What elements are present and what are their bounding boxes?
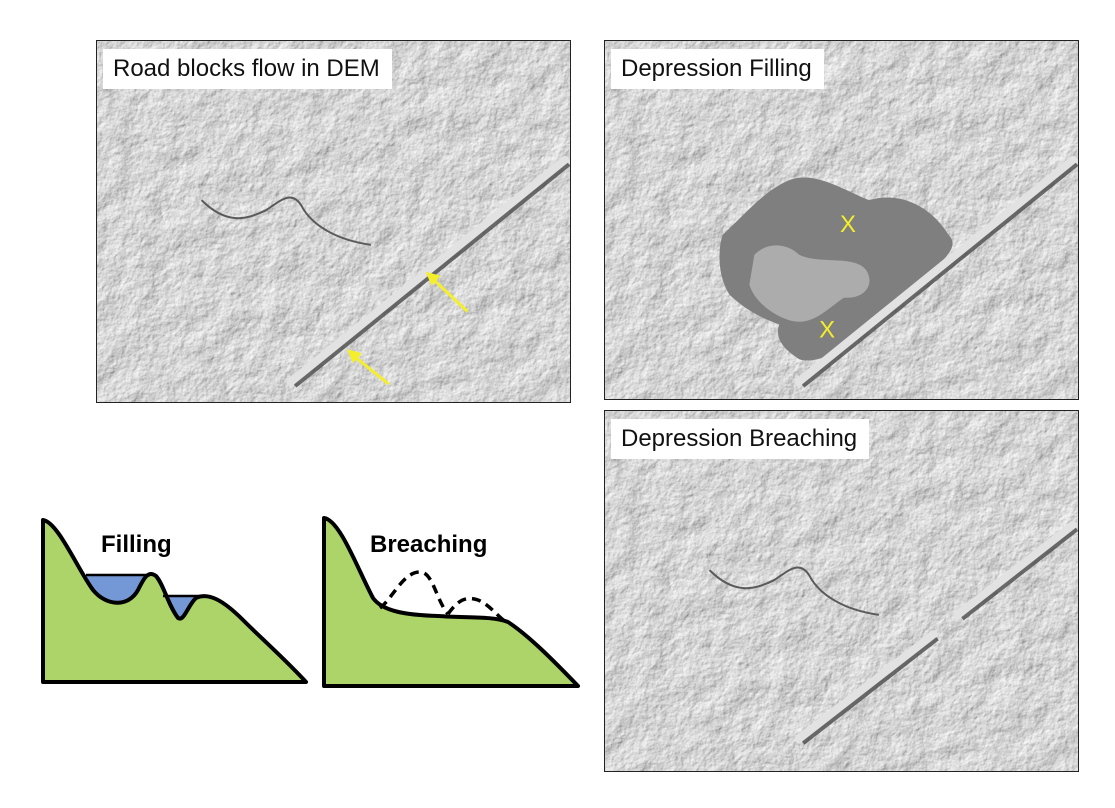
hillshade-image: X X	[605, 41, 1078, 399]
x-marker-icon: X	[840, 211, 856, 238]
original-profile-dashed	[378, 570, 450, 616]
panel-title: Depression Filling	[611, 49, 824, 89]
diagram-title: Breaching	[370, 531, 487, 558]
breaching-diagram: Breaching	[318, 510, 586, 690]
panel-title: Depression Breaching	[611, 419, 870, 459]
yellow-arrow-icon	[346, 349, 390, 386]
terrain-profile	[322, 516, 580, 688]
panel-title: Road blocks flow in DEM	[103, 49, 392, 89]
diagram-title: Filling	[101, 531, 172, 558]
terrain-profile	[41, 518, 308, 684]
dem-panel-depression-filling: X X Depression Filling	[604, 40, 1079, 400]
hillshade-image	[97, 41, 570, 402]
dem-panel-road-blocks: Road blocks flow in DEM	[96, 40, 571, 403]
hillshade-image	[605, 411, 1078, 771]
x-marker-icon: X	[819, 316, 835, 343]
original-profile-dashed	[446, 596, 508, 624]
filling-diagram: Filling	[38, 510, 313, 690]
dem-panel-depression-breaching: Depression Breaching	[604, 410, 1079, 772]
yellow-arrow-icon	[425, 271, 469, 313]
